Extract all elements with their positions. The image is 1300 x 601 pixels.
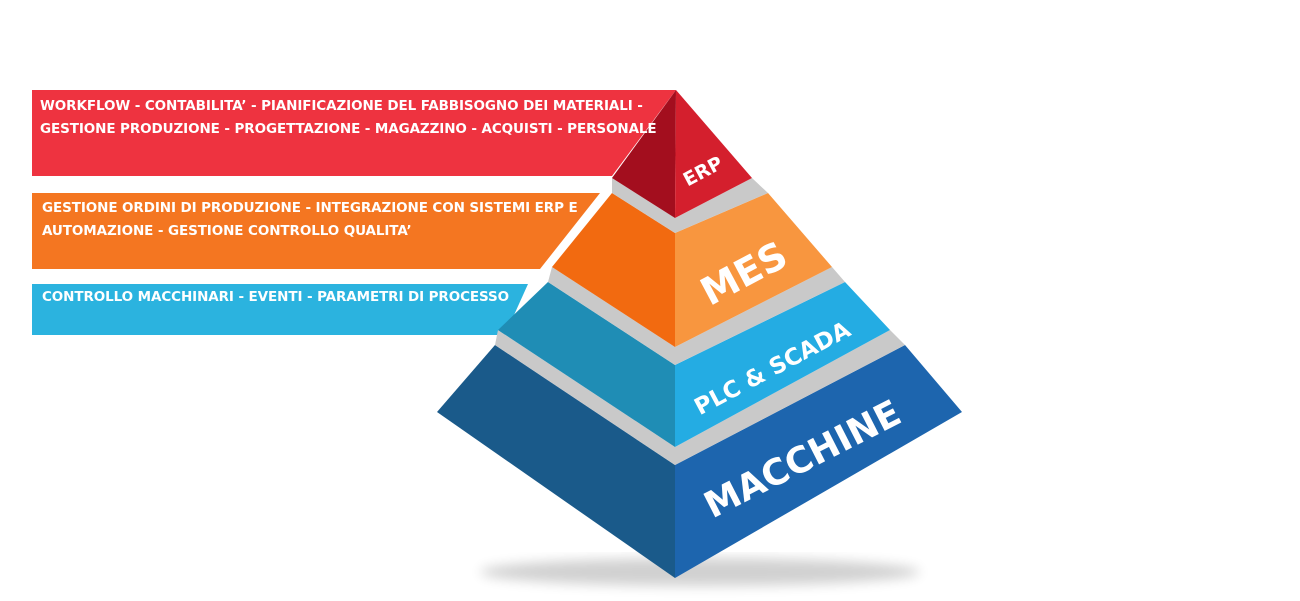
pyramid-shadow — [480, 558, 920, 586]
separator-plc-macchine-right — [675, 330, 905, 465]
plc-band-line-1: CONTROLLO MACCHINARI - EVENTI - PARAMETR… — [42, 289, 510, 305]
erp-band — [32, 90, 676, 176]
erp-band-line-2: GESTIONE PRODUZIONE - PROGETTAZIONE - MA… — [40, 121, 657, 137]
plc-band — [32, 284, 528, 335]
plc-scada-left-face — [498, 282, 675, 447]
mes-left-face — [552, 193, 675, 347]
erp-band-text: WORKFLOW - CONTABILITA’ - PIANIFICAZIONE… — [40, 95, 657, 141]
separator-erp-mes-left — [612, 178, 675, 233]
erp-front-face — [675, 90, 752, 218]
mes-band-line-2: AUTOMAZIONE - GESTIONE CONTROLLO QUALITA… — [42, 223, 412, 239]
mes-band — [32, 193, 600, 269]
mes-band-text: GESTIONE ORDINI DI PRODUZIONE - INTEGRAZ… — [42, 197, 578, 243]
separator-mes-plc-left — [548, 267, 675, 365]
plc-scada-front-face — [675, 282, 890, 447]
plc-band-text: CONTROLLO MACCHINARI - EVENTI - PARAMETR… — [42, 286, 509, 309]
mes-front-face — [675, 193, 832, 347]
mes-band-line-1: GESTIONE ORDINI DI PRODUZIONE - INTEGRAZ… — [42, 200, 578, 216]
separator-mes-plc-right — [675, 267, 845, 365]
separator-plc-macchine-left — [495, 330, 675, 465]
separator-erp-mes-right — [675, 178, 768, 233]
erp-left-face — [612, 90, 676, 218]
macchine-left-face — [437, 345, 675, 578]
macchine-front-face — [675, 345, 962, 578]
erp-band-line-1: WORKFLOW - CONTABILITA’ - PIANIFICAZIONE… — [40, 98, 643, 114]
